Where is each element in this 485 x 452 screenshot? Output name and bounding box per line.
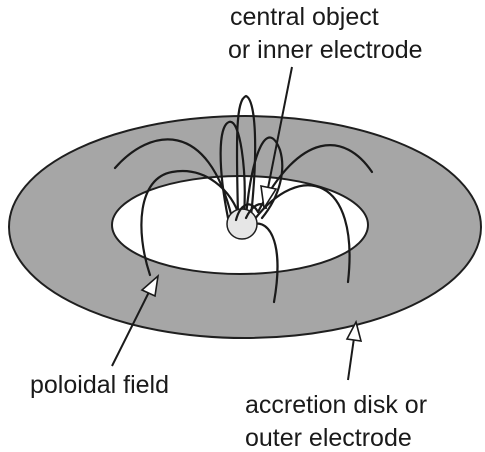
central-object-label-line1: central object xyxy=(230,3,379,31)
field-line xyxy=(140,169,242,277)
central-object-pointer xyxy=(260,66,293,211)
pointer-arrowhead xyxy=(140,273,160,298)
accretion-disk-pointer xyxy=(345,319,363,381)
poloidal-field-pointer xyxy=(111,273,160,367)
field-line xyxy=(252,184,351,284)
field-line xyxy=(244,136,284,220)
accretion-disk-label-line1: accretion disk or xyxy=(245,391,427,419)
field-line xyxy=(256,144,374,214)
central-object-label-line2: or inner electrode xyxy=(228,36,423,64)
poloidal-field-lines xyxy=(113,94,374,304)
pointer-arrowhead xyxy=(260,184,278,211)
pointer-line xyxy=(111,289,151,367)
pointer-line xyxy=(347,337,355,381)
field-line xyxy=(219,120,246,220)
field-line xyxy=(234,203,260,222)
pointer-arrowhead xyxy=(345,319,363,342)
accretion-disk-label-line2: outer electrode xyxy=(245,424,412,452)
pointer-line xyxy=(267,66,293,189)
poloidal-field-label: poloidal field xyxy=(30,371,169,399)
central-object xyxy=(226,208,258,240)
